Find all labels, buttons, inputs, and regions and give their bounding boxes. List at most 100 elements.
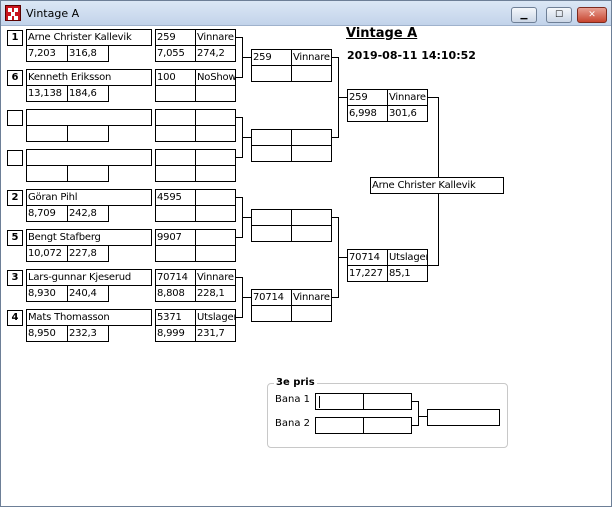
round2-number-field[interactable] bbox=[251, 129, 292, 146]
text-cursor bbox=[319, 396, 320, 408]
third-prize-winner-field[interactable] bbox=[427, 409, 500, 426]
result-field[interactable] bbox=[195, 149, 236, 166]
speed-field[interactable]: 242,8 bbox=[67, 205, 109, 222]
semifinal-speed-field[interactable]: 301,6 bbox=[387, 105, 428, 122]
round2-number-field[interactable]: 70714 bbox=[251, 289, 292, 306]
round2-speed-field[interactable] bbox=[291, 145, 332, 162]
entrant-name-field[interactable]: Arne Christer Kallevik bbox=[26, 29, 152, 46]
speed-field[interactable]: 274,2 bbox=[195, 45, 236, 62]
entrant-name-field[interactable]: Lars-gunnar Kjeserud bbox=[26, 269, 152, 286]
round2-time-field[interactable] bbox=[251, 225, 292, 242]
round2-result-field[interactable]: Vinnare bbox=[291, 289, 332, 306]
speed-field[interactable]: 240,4 bbox=[67, 285, 109, 302]
result-field[interactable] bbox=[195, 109, 236, 126]
third-prize-label: 3e pris bbox=[274, 377, 317, 388]
connector-line bbox=[338, 97, 347, 98]
time-field[interactable]: 8,808 bbox=[155, 285, 196, 302]
speed-field[interactable] bbox=[67, 125, 109, 142]
result-field[interactable]: Utslagen bbox=[195, 309, 236, 326]
connector-line bbox=[242, 297, 251, 298]
speed-field[interactable]: 316,8 bbox=[67, 45, 109, 62]
semifinal-result-field[interactable]: Vinnare bbox=[387, 89, 428, 106]
result-field[interactable] bbox=[195, 229, 236, 246]
connector-line bbox=[428, 265, 438, 266]
start-number-field[interactable]: 9907 bbox=[155, 229, 196, 246]
speed-field[interactable] bbox=[195, 165, 236, 182]
speed-field[interactable]: 227,8 bbox=[67, 245, 109, 262]
reaction-time-field[interactable]: 10,072 bbox=[26, 245, 68, 262]
round2-result-field[interactable]: Vinnare bbox=[291, 49, 332, 66]
start-number-field[interactable]: 259 bbox=[155, 29, 196, 46]
time-field[interactable] bbox=[155, 245, 196, 262]
reaction-time-field[interactable]: 8,709 bbox=[26, 205, 68, 222]
speed-field[interactable]: 231,7 bbox=[195, 325, 236, 342]
result-field[interactable]: Vinnare bbox=[195, 269, 236, 286]
entrant-name-field[interactable]: Mats Thomasson bbox=[26, 309, 152, 326]
reaction-time-field[interactable] bbox=[26, 165, 68, 182]
speed-field[interactable]: 228,1 bbox=[195, 285, 236, 302]
result-field[interactable]: Vinnare bbox=[195, 29, 236, 46]
time-field[interactable] bbox=[155, 165, 196, 182]
time-field[interactable] bbox=[155, 85, 196, 102]
close-button[interactable]: ✕ bbox=[577, 7, 607, 23]
round2-time-field[interactable] bbox=[251, 305, 292, 322]
entrant-name-field[interactable] bbox=[26, 109, 152, 126]
lane2-number-input[interactable] bbox=[315, 417, 364, 434]
seed-badge: 1 bbox=[7, 30, 23, 46]
round2-number-field[interactable]: 259 bbox=[251, 49, 292, 66]
round2-result-field[interactable] bbox=[291, 209, 332, 226]
entrant-name-field[interactable]: Kenneth Eriksson bbox=[26, 69, 152, 86]
speed-field[interactable] bbox=[195, 85, 236, 102]
round2-time-field[interactable] bbox=[251, 145, 292, 162]
minimize-button[interactable]: ▁ bbox=[511, 7, 537, 23]
start-number-field[interactable] bbox=[155, 109, 196, 126]
entrant-name-field[interactable] bbox=[26, 149, 152, 166]
reaction-time-field[interactable]: 13,138 bbox=[26, 85, 68, 102]
round2-time-field[interactable] bbox=[251, 65, 292, 82]
result-field[interactable] bbox=[195, 189, 236, 206]
speed-field[interactable]: 232,3 bbox=[67, 325, 109, 342]
semifinal-number-field[interactable]: 259 bbox=[347, 89, 388, 106]
entrant-name-field[interactable]: Bengt Stafberg bbox=[26, 229, 152, 246]
reaction-time-field[interactable]: 7,203 bbox=[26, 45, 68, 62]
entrant-name-field[interactable]: Göran Pihl bbox=[26, 189, 152, 206]
connector-line bbox=[242, 57, 251, 58]
time-field[interactable] bbox=[155, 125, 196, 142]
round2-number-field[interactable] bbox=[251, 209, 292, 226]
result-field[interactable]: NoShow bbox=[195, 69, 236, 86]
start-number-field[interactable] bbox=[155, 149, 196, 166]
round2-speed-field[interactable] bbox=[291, 305, 332, 322]
lane1-number-input[interactable] bbox=[315, 393, 364, 410]
time-field[interactable] bbox=[155, 205, 196, 222]
start-number-field[interactable]: 70714 bbox=[155, 269, 196, 286]
time-field[interactable]: 7,055 bbox=[155, 45, 196, 62]
round2-speed-field[interactable] bbox=[291, 65, 332, 82]
start-number-field[interactable]: 5371 bbox=[155, 309, 196, 326]
start-number-field[interactable]: 4595 bbox=[155, 189, 196, 206]
lane1-result-input[interactable] bbox=[363, 393, 412, 410]
semifinal-result-field[interactable]: Utslagen bbox=[387, 249, 428, 266]
speed-field[interactable]: 184,6 bbox=[67, 85, 109, 102]
reaction-time-field[interactable]: 8,950 bbox=[26, 325, 68, 342]
maximize-button[interactable]: ☐ bbox=[546, 7, 572, 23]
seed-badge: 4 bbox=[7, 310, 23, 326]
semifinal-time-field[interactable]: 6,998 bbox=[347, 105, 388, 122]
start-number-field[interactable]: 100 bbox=[155, 69, 196, 86]
speed-field[interactable] bbox=[195, 245, 236, 262]
round2-result-field[interactable] bbox=[291, 129, 332, 146]
reaction-time-field[interactable]: 8,930 bbox=[26, 285, 68, 302]
lane2-result-input[interactable] bbox=[363, 417, 412, 434]
speed-field[interactable] bbox=[67, 165, 109, 182]
winner-field[interactable]: Arne Christer Kallevik bbox=[370, 177, 504, 194]
connector-line bbox=[236, 117, 242, 118]
time-field[interactable]: 8,999 bbox=[155, 325, 196, 342]
semifinal-speed-field[interactable]: 85,1 bbox=[387, 265, 428, 282]
speed-field[interactable] bbox=[195, 205, 236, 222]
semifinal-time-field[interactable]: 17,227 bbox=[347, 265, 388, 282]
reaction-time-field[interactable] bbox=[26, 125, 68, 142]
round2-speed-field[interactable] bbox=[291, 225, 332, 242]
speed-field[interactable] bbox=[195, 125, 236, 142]
connector-line bbox=[236, 197, 242, 198]
connector-line bbox=[242, 137, 251, 138]
semifinal-number-field[interactable]: 70714 bbox=[347, 249, 388, 266]
